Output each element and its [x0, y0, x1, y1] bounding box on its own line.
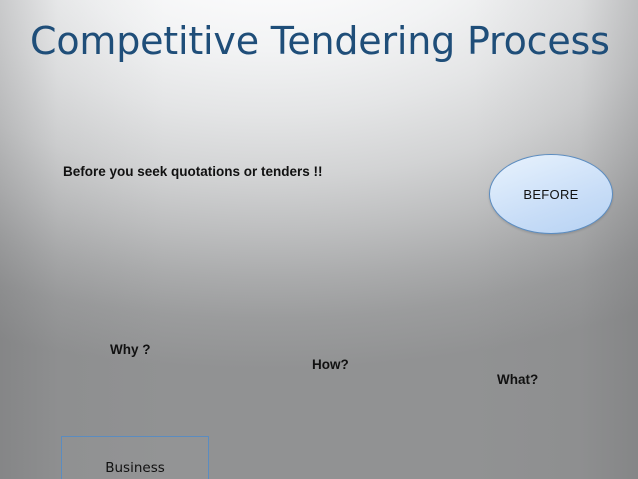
- lead-statement: Before you seek quotations or tenders !!: [63, 164, 323, 179]
- process-box-label: BusinessCase: [105, 459, 165, 479]
- question-label-what: What?: [497, 372, 539, 387]
- page-title: Competitive Tendering Process: [30, 19, 610, 63]
- process-box-line1: Business: [105, 459, 165, 476]
- question-label-why: Why ?: [110, 342, 151, 357]
- phase-badge-label: BEFORE: [523, 186, 579, 202]
- process-box-business-case: BusinessCase: [61, 436, 209, 479]
- question-label-how: How?: [312, 357, 349, 372]
- phase-badge-before: BEFORE: [489, 154, 613, 234]
